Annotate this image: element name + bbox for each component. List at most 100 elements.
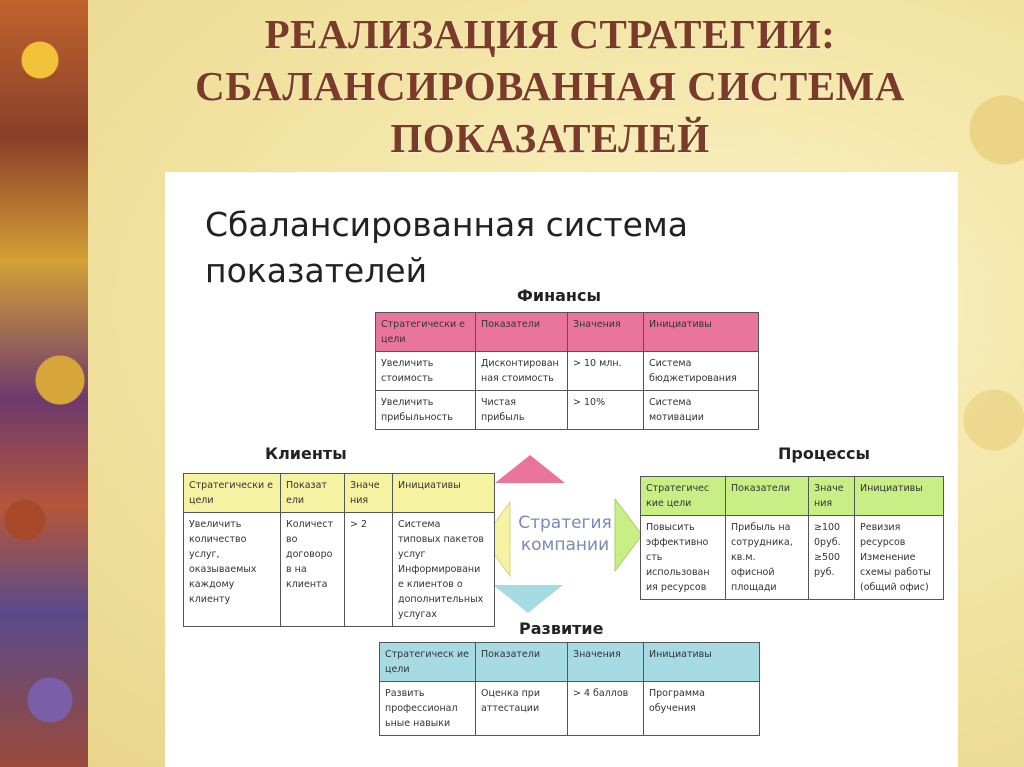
clients-cell-text: Увеличить количество услуг, оказываемых … (189, 519, 257, 605)
finance-cell-text: Увеличить стоимость (381, 358, 434, 384)
processes-header-cell: Инициативы (854, 476, 944, 516)
finance-cell-text: Система бюджетирования (649, 358, 737, 384)
development-header-text: Показатели (481, 649, 541, 660)
strategy-label-line-1: Стратегия (518, 513, 612, 533)
development-cell-text: Оценка при аттестации (481, 688, 540, 714)
table-row: Увеличить прибыльность Чистая прибыль > 10… (375, 390, 759, 430)
arrow-right-processes (614, 497, 643, 573)
processes-header-text: Инициативы (860, 483, 923, 494)
arrow-left-clients (482, 500, 511, 578)
clients-header-text: Стратегически е цели (189, 480, 274, 506)
diagram-panel: Сбалансированная система показателей Стр… (165, 172, 958, 767)
finance-cell-text: > 10% (573, 397, 606, 408)
finance-header-cell: Инициативы (643, 312, 759, 352)
development-header-text: Стратегическ ие цели (385, 649, 470, 675)
development-header-cell: Показатели (475, 642, 568, 682)
clients-cell-text: Система типовых пакетов услуг Информиров… (398, 519, 485, 620)
processes-cell: Ревизия ресурсов Изменение схемы работы … (854, 515, 944, 600)
strategy-label: Стратегия компании (505, 512, 625, 556)
clients-cell: Система типовых пакетов услуг Информиров… (392, 512, 495, 627)
finance-title: Финансы (517, 286, 601, 305)
processes-header-text: Значе ния (814, 483, 844, 509)
development-title: Развитие (519, 619, 604, 638)
processes-header-row: Стратегичес кие цели Показатели Значе ния И… (640, 476, 944, 516)
processes-cell-text: Прибыль на сотрудника, кв.м. офисной пло… (731, 522, 793, 593)
processes-cell-text: ≥100 0руб. ≥500 руб. (814, 522, 841, 578)
panel-heading-line-1: Сбалансированная система (205, 205, 688, 244)
processes-cell: Прибыль на сотрудника, кв.м. офисной пло… (725, 515, 809, 600)
finance-header-cell: Показатели (475, 312, 568, 352)
processes-title: Процессы (778, 444, 870, 463)
table-row: Увеличить стоимость Дисконтирован ная сто… (375, 351, 759, 391)
development-header-text: Значения (573, 649, 621, 660)
processes-cell-text: Ревизия ресурсов Изменение схемы работы … (860, 522, 931, 593)
finance-cell: Чистая прибыль (475, 390, 568, 430)
clients-title: Клиенты (265, 444, 347, 463)
strategy-label-line-2: компании (520, 535, 610, 555)
processes-header-text: Показатели (731, 483, 791, 494)
clients-header-row: Стратегически е цели Показат ели Значе ния… (183, 473, 495, 513)
clients-header-cell: Значе ния (344, 473, 393, 513)
slide-title-line-2: СБАЛАНСИРОВАННАЯ СИСТЕМА (195, 63, 905, 109)
processes-header-cell: Стратегичес кие цели (640, 476, 726, 516)
finance-cell: Увеличить стоимость (375, 351, 476, 391)
finance-header-text: Показатели (481, 319, 541, 330)
development-header-cell: Значения (567, 642, 644, 682)
clients-header-text: Показат ели (286, 480, 327, 506)
processes-header-cell: Значе ния (808, 476, 855, 516)
processes-table: Стратегичес кие цели Показатели Значе ния И… (640, 476, 944, 600)
development-cell: Программа обучения (643, 681, 760, 736)
processes-cell: Повысить эффективно сть использован ия р… (640, 515, 726, 600)
development-header-text: Инициативы (649, 649, 712, 660)
development-cell: Развить профессионал ьные навыки (379, 681, 476, 736)
clients-cell: > 2 (344, 512, 393, 627)
finance-header-text: Значения (573, 319, 621, 330)
finance-cell-text: Чистая прибыль (481, 397, 525, 423)
decorative-left-strip (0, 0, 88, 767)
slide-title-line-1: РЕАЛИЗАЦИЯ СТРАТЕГИИ: (264, 11, 836, 57)
development-cell-text: > 4 баллов (573, 688, 629, 699)
arrow-down-development (493, 585, 563, 613)
strategy-arrows (482, 455, 643, 613)
development-header-cell: Инициативы (643, 642, 760, 682)
processes-header-cell: Показатели (725, 476, 809, 516)
development-cell: Оценка при аттестации (475, 681, 568, 736)
table-row: Развить профессионал ьные навыки Оценка п… (379, 681, 760, 736)
arrow-up-finance (495, 455, 565, 483)
clients-header-cell: Показат ели (280, 473, 345, 513)
clients-header-cell: Инициативы (392, 473, 495, 513)
finance-cell-text: Система мотивации (649, 397, 704, 423)
development-header-cell: Стратегическ ие цели (379, 642, 476, 682)
panel-heading: Сбалансированная система показателей (205, 202, 688, 294)
processes-cell-text: Повысить эффективно сть использован ия р… (646, 522, 710, 593)
clients-cell: Увеличить количество услуг, оказываемых … (183, 512, 281, 627)
slide-title: РЕАЛИЗАЦИЯ СТРАТЕГИИ: СБАЛАНСИРОВАННАЯ С… (100, 8, 1000, 164)
finance-cell: Дисконтирован ная стоимость (475, 351, 568, 391)
finance-cell: Система бюджетирования (643, 351, 759, 391)
slide-title-line-3: ПОКАЗАТЕЛЕЙ (390, 115, 710, 161)
table-row: Увеличить количество услуг, оказываемых … (183, 512, 495, 627)
finance-cell-text: Дисконтирован ная стоимость (481, 358, 559, 384)
clients-header-text: Инициативы (398, 480, 461, 491)
processes-cell: ≥100 0руб. ≥500 руб. (808, 515, 855, 600)
finance-header-cell: Значения (567, 312, 644, 352)
finance-cell-text: Увеличить прибыльность (381, 397, 453, 423)
clients-header-cell: Стратегически е цели (183, 473, 281, 513)
finance-cell-text: > 10 млн. (573, 358, 622, 369)
development-cell: > 4 баллов (567, 681, 644, 736)
clients-cell: Количест во договоро в на клиента (280, 512, 345, 627)
clients-header-text: Значе ния (350, 480, 380, 506)
finance-header-text: Стратегически е цели (381, 319, 466, 345)
development-header-row: Стратегическ ие цели Показатели Значения Ин… (379, 642, 760, 682)
finance-table: Стратегически е цели Показатели Значения Ин… (375, 312, 759, 430)
development-table: Стратегическ ие цели Показатели Значения Ин… (379, 642, 760, 736)
processes-header-text: Стратегичес кие цели (646, 483, 710, 509)
finance-cell: Система мотивации (643, 390, 759, 430)
finance-cell: > 10 млн. (567, 351, 644, 391)
finance-header-cell: Стратегически е цели (375, 312, 476, 352)
decorative-gears (954, 0, 1024, 767)
development-cell-text: Программа обучения (649, 688, 705, 714)
finance-header-row: Стратегически е цели Показатели Значения Ин… (375, 312, 759, 352)
development-cell-text: Развить профессионал ьные навыки (385, 688, 458, 729)
panel-heading-line-2: показателей (205, 251, 428, 290)
